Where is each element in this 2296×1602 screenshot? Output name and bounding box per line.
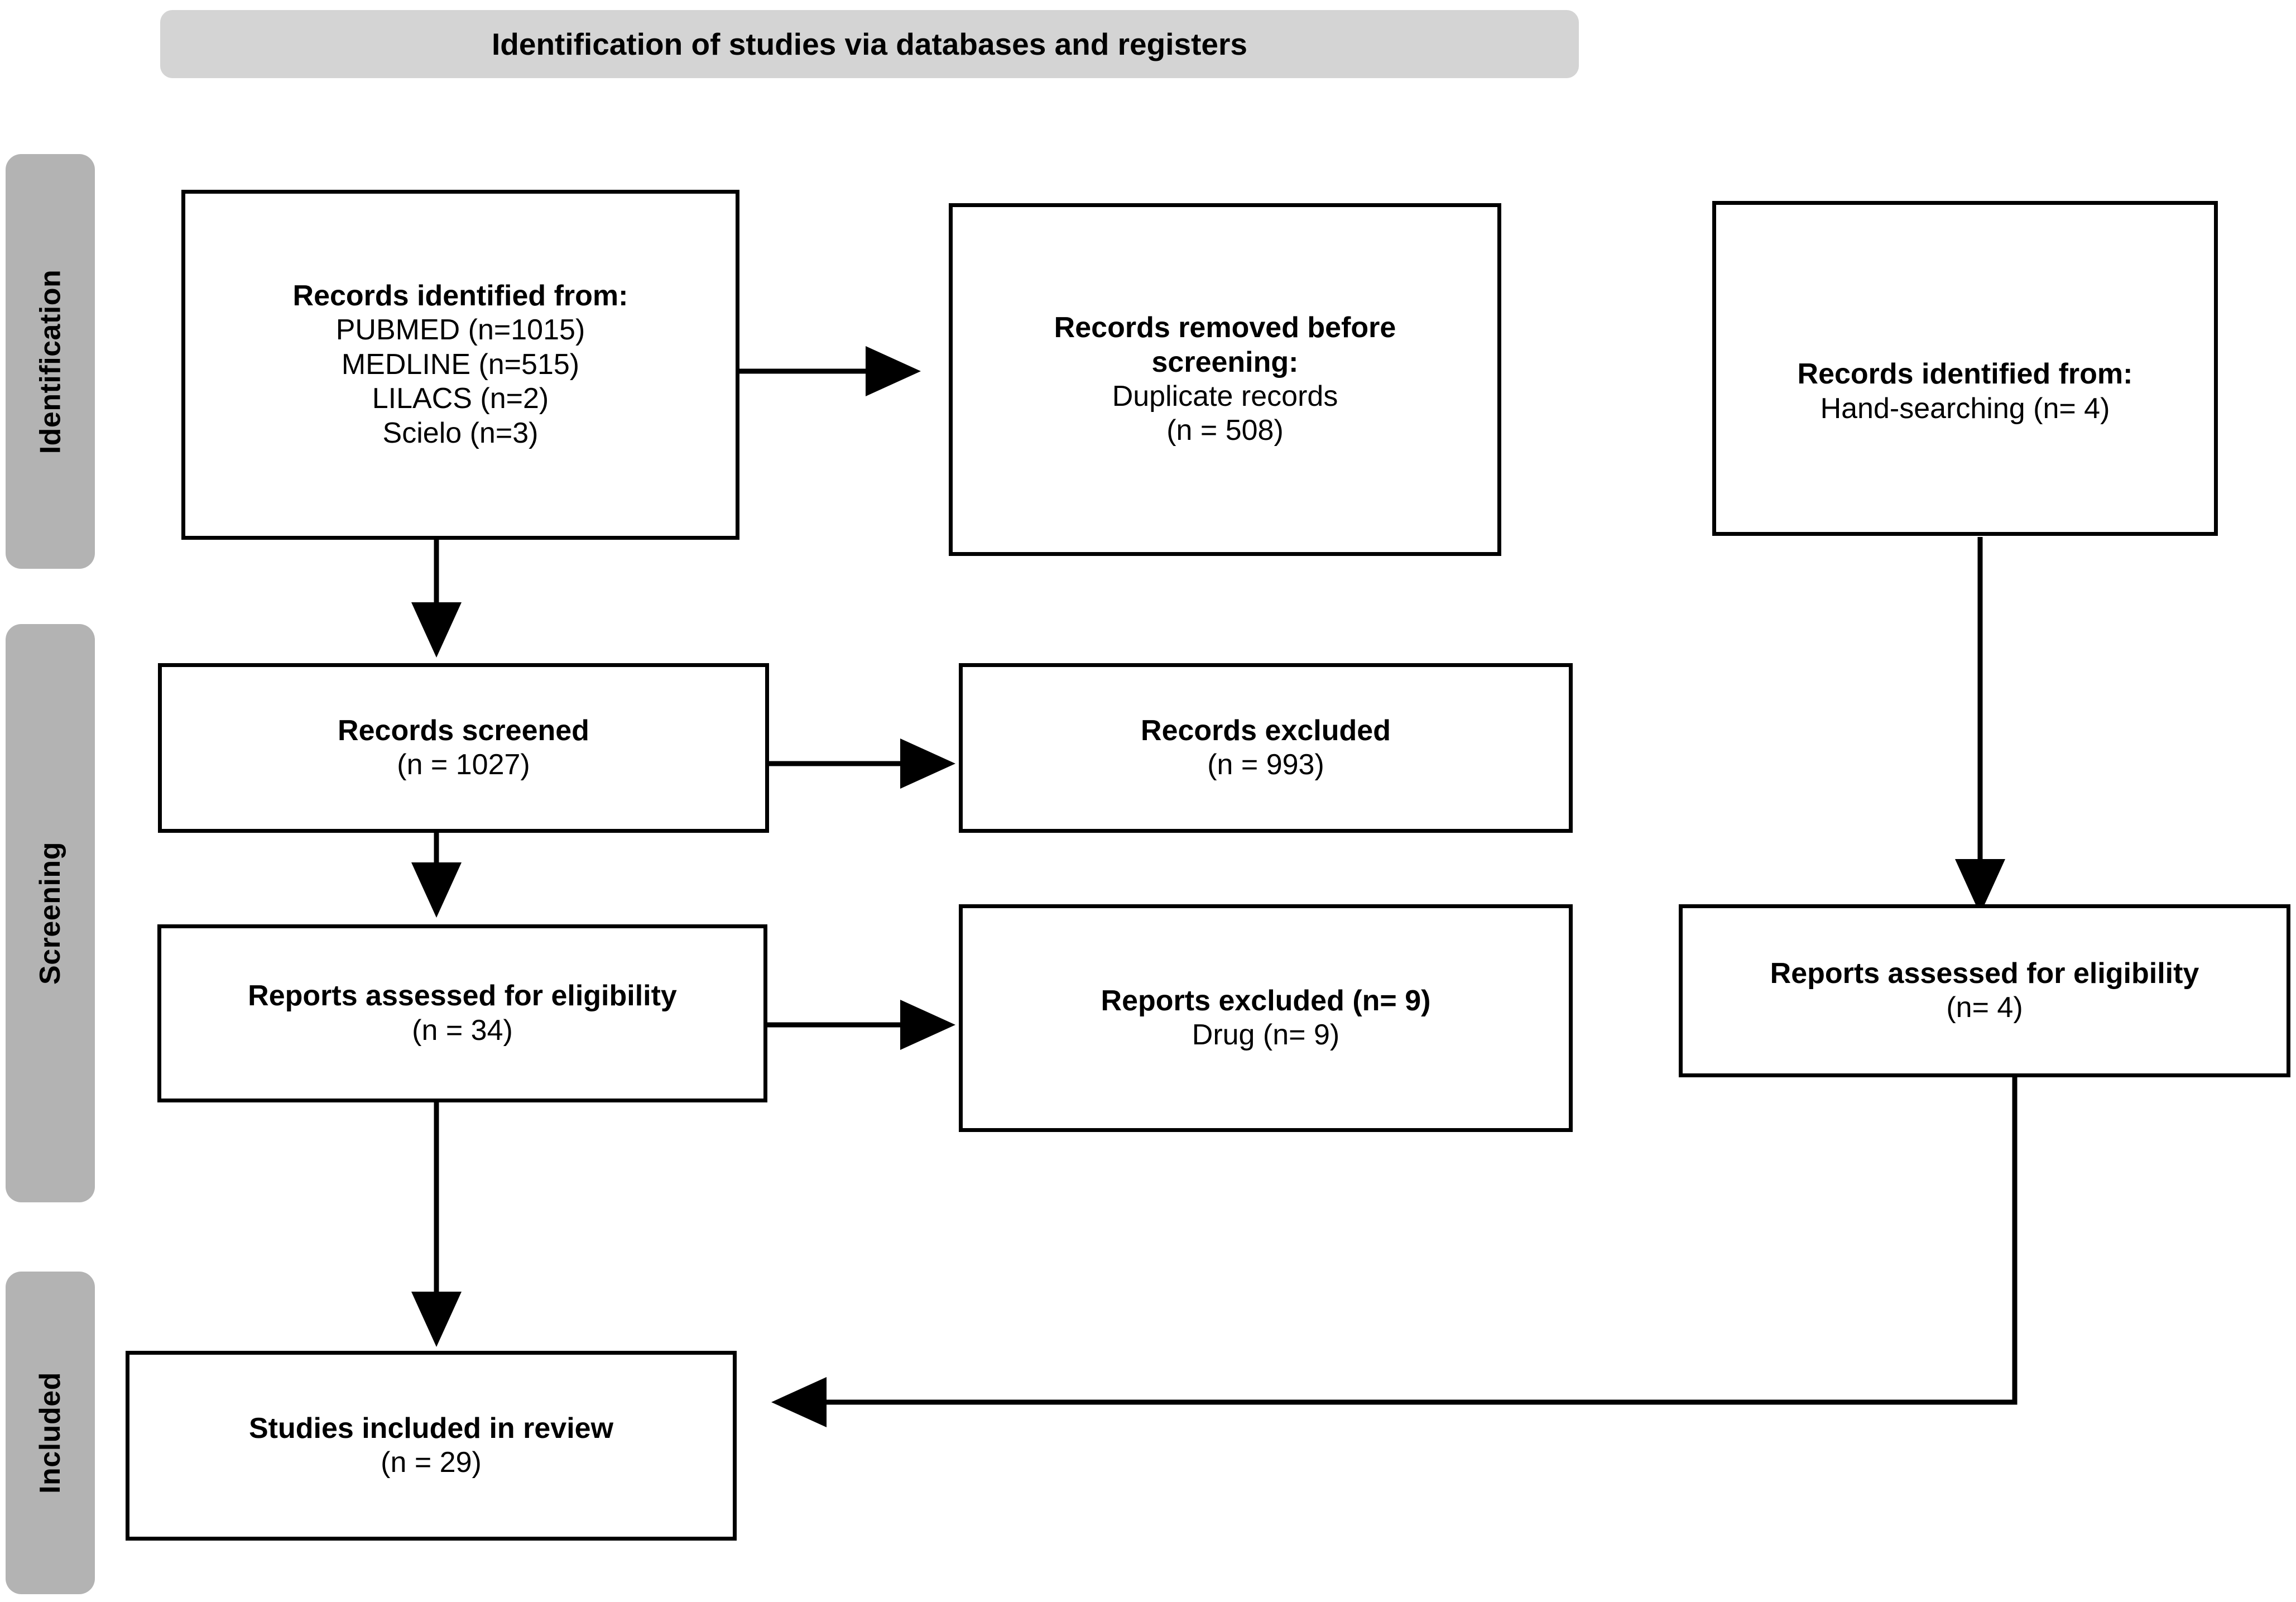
box-line: Hand-searching (n= 4)	[1820, 392, 2110, 425]
box-line: (n = 993)	[1207, 749, 1324, 781]
box-records-identified-databases: Records identified from: PUBMED (n=1015)…	[181, 190, 739, 540]
box-line: (n = 29)	[381, 1446, 482, 1479]
box-records-excluded: Records excluded (n = 993)	[959, 663, 1573, 833]
box-line: Reports assessed for eligibility	[248, 980, 677, 1013]
box-line: Records removed before	[1054, 311, 1396, 344]
header-banner: Identification of studies via databases …	[160, 10, 1579, 78]
box-line: Reports excluded (n= 9)	[1101, 984, 1431, 1017]
box-line: Scielo (n=3)	[382, 416, 539, 449]
box-line: MEDLINE (n=515)	[341, 348, 580, 381]
box-records-identified-hand-searching: Records identified from: Hand-searching …	[1712, 201, 2218, 536]
box-line: Records identified from:	[292, 280, 628, 313]
box-line: (n= 4)	[1946, 991, 2023, 1024]
stage-band-included: Included	[6, 1272, 95, 1594]
box-line: Records identified from:	[1797, 358, 2133, 391]
header-banner-label: Identification of studies via databases …	[492, 27, 1247, 61]
stage-band-identification: Identification	[6, 154, 95, 569]
connector-hand-eligibility-to-included	[771, 1077, 2018, 1427]
box-line: Reports assessed for eligibility	[1770, 957, 2199, 990]
box-line: Duplicate records	[1112, 380, 1338, 413]
box-reports-assessed-eligibility-databases: Reports assessed for eligibility (n = 34…	[157, 924, 767, 1102]
box-line: Records excluded	[1141, 714, 1391, 747]
box-line: LILACS (n=2)	[372, 382, 549, 415]
box-reports-assessed-eligibility-hand-searching: Reports assessed for eligibility (n= 4)	[1679, 904, 2290, 1077]
box-line: (n = 508)	[1166, 414, 1284, 447]
box-records-removed-before-screening: Records removed before screening: Duplic…	[949, 203, 1501, 556]
box-line: Records screened	[338, 714, 589, 747]
box-reports-excluded: Reports excluded (n= 9) Drug (n= 9)	[959, 904, 1573, 1132]
box-line: (n = 34)	[412, 1014, 513, 1047]
box-line: PUBMED (n=1015)	[335, 314, 585, 347]
box-records-screened: Records screened (n = 1027)	[158, 663, 769, 833]
box-line: Studies included in review	[248, 1412, 614, 1445]
stage-band-screening: Screening	[6, 624, 95, 1202]
box-studies-included-in-review: Studies included in review (n = 29)	[126, 1351, 737, 1541]
box-line: Drug (n= 9)	[1192, 1019, 1340, 1051]
box-line: (n = 1027)	[397, 749, 530, 781]
box-line: screening:	[1151, 346, 1299, 378]
